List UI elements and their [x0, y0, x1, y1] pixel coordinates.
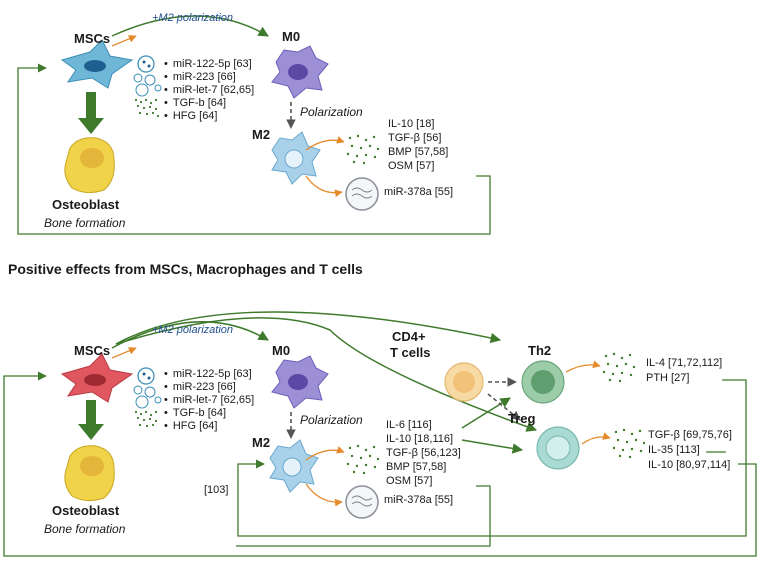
- cd4-label-line1: CD4+: [392, 329, 426, 344]
- msc-to-osteoblast-arrow-bottom: [78, 400, 104, 440]
- m2-macrophage-icon-bottom: [269, 439, 319, 493]
- treg-to-factors-arrow: [581, 432, 611, 445]
- ref-103-label: [103]: [204, 484, 229, 496]
- msc-to-osteoblast-arrow-top: [78, 92, 104, 134]
- msc-factor-item: TGF-b [64]: [164, 407, 254, 420]
- m0-label-top: M0: [282, 29, 301, 44]
- m0-macrophage-icon-top: [271, 45, 329, 99]
- bone-formation-label-top: Bone formation: [44, 216, 126, 230]
- msc-to-m0-arrow-bottom: [111, 321, 269, 349]
- m2-label-bottom: M2: [252, 435, 271, 450]
- m2-factor-item: OSM [57]: [386, 475, 433, 487]
- msc-to-treg-arrow: [115, 317, 537, 432]
- th2-cell-icon: [521, 360, 565, 404]
- th2-cytokine-dots: [602, 352, 636, 383]
- m2-to-mir378-arrow-bottom: [305, 483, 343, 507]
- polarization-label-bottom: Polarization: [300, 413, 363, 427]
- cytokine-dots-bottom: [346, 444, 380, 475]
- msc-to-vesicles-arrow-bottom: [111, 347, 137, 359]
- m2-to-treg-arrow: [461, 439, 524, 454]
- m2-factor-item: OSM [57]: [388, 160, 435, 172]
- treg-cytokine-dots: [612, 428, 646, 459]
- mir378-label-bottom: miR-378a [55]: [384, 494, 454, 506]
- polarization-label-top: Polarization: [300, 105, 363, 119]
- m2-polarization-label-bottom: +M2 polarization: [152, 324, 234, 336]
- msc-factor-item: HFG [64]: [164, 420, 254, 433]
- treg-factor-item: TGF-β [69,75,76]: [648, 429, 732, 441]
- mir378-vesicle-icon-bottom: [345, 485, 379, 519]
- th2-factor-item: PTH [27]: [646, 372, 690, 384]
- msc-factor-item: miR-let-7 [62,65]: [164, 84, 254, 97]
- msc-label-top: MSCs: [74, 31, 111, 46]
- m2-label-top: M2: [252, 127, 271, 142]
- m0-macrophage-icon-bottom: [271, 355, 329, 409]
- treg-factor-item: IL-35 [113]: [648, 444, 700, 456]
- treg-feedback-loop-arrow: [3, 371, 757, 557]
- osteoblast-cell-icon-bottom: [64, 445, 115, 502]
- msc-factor-item: TGF-b [64]: [164, 97, 254, 110]
- cd4-t-cell-icon: [444, 362, 484, 402]
- m2-factor-item: IL-10 [18,116]: [386, 433, 454, 445]
- growth-factor-dots-bottom: [134, 410, 158, 428]
- m2-factor-list-bottom: IL-6 [116] IL-10 [18,116] TGF-β [56,123]…: [386, 418, 461, 488]
- msc-factor-list-top: miR-122-5p [63] miR-223 [66] miR-let-7 […: [164, 58, 254, 123]
- msc-factor-item: HFG [64]: [164, 110, 254, 123]
- m2-to-factors-arrow-top: [305, 136, 345, 151]
- feedback-loop-arrow-top: [17, 63, 491, 235]
- bone-formation-label-bottom: Bone formation: [44, 522, 126, 536]
- cd4-label-line2: T cells: [390, 345, 431, 360]
- msc-cell-icon-bottom: [60, 353, 134, 403]
- msc-factor-item: miR-122-5p [63]: [164, 58, 254, 71]
- m2-factor-item: BMP [57,58]: [386, 461, 447, 473]
- m2-to-mir378-arrow-top: [305, 175, 343, 198]
- m2-factor-item: BMP [57,58]: [388, 146, 449, 158]
- exosome-icons-top: [133, 55, 162, 97]
- m2-factor-item: TGF-β [56,123]: [386, 447, 461, 459]
- msc-label-bottom: MSCs: [74, 343, 111, 358]
- m0-label-bottom: M0: [272, 343, 291, 358]
- m2-feedback-loop-arrow-bottom: [236, 485, 491, 547]
- msc-cell-icon-top: [60, 39, 134, 89]
- m2-to-factors-arrow-bottom: [305, 446, 345, 461]
- th2-label: Th2: [528, 343, 552, 358]
- m2-to-th2-arrow: [461, 397, 511, 429]
- treg-factor-item: IL-10 [80,97,114]: [648, 459, 731, 471]
- th2-feedback-loop-arrow: [237, 379, 747, 537]
- m2-factor-item: TGF-β [56]: [388, 132, 442, 144]
- m2-factor-list-top: IL-10 [18] TGF-β [56] BMP [57,58] OSM [5…: [388, 117, 448, 173]
- mir378-label-top: miR-378a [55]: [384, 186, 454, 198]
- msc-factor-item: miR-223 [66]: [164, 71, 254, 84]
- th2-factor-list: IL-4 [71,72,112] PTH [27]: [646, 356, 722, 386]
- msc-factor-item: miR-122-5p [63]: [164, 368, 254, 381]
- msc-to-th2-arrow: [115, 311, 502, 345]
- growth-factor-dots-top: [134, 98, 160, 118]
- msc-to-m0-arrow-top: [111, 15, 269, 37]
- m2-factor-item: IL-10 [18]: [388, 118, 435, 130]
- m2-macrophage-icon-top: [271, 131, 321, 185]
- th2-to-factors-arrow: [565, 360, 601, 373]
- msc-factor-list-bottom: miR-122-5p [63] miR-223 [66] miR-let-7 […: [164, 368, 254, 433]
- m2-factor-item: IL-6 [116]: [386, 419, 432, 431]
- msc-factor-item: miR-223 [66]: [164, 381, 254, 394]
- msc-factor-item: miR-let-7 [62,65]: [164, 394, 254, 407]
- osteoblast-label-bottom: Osteoblast: [52, 503, 120, 518]
- treg-cell-icon: [536, 426, 580, 470]
- th2-factor-item: IL-4 [71,72,112]: [646, 357, 723, 369]
- treg-factor-list: TGF-β [69,75,76] IL-35 [113] IL-10 [80,9…: [648, 428, 732, 473]
- osteoblast-label-top: Osteoblast: [52, 197, 120, 212]
- cytokine-dots-top: [346, 134, 380, 165]
- treg-label: Treg: [508, 411, 536, 426]
- osteoblast-cell-icon-top: [64, 137, 115, 194]
- msc-to-vesicles-arrow-top: [111, 35, 137, 47]
- m2-polarization-label-top: +M2 polarization: [152, 12, 234, 24]
- exosome-icons-bottom: [133, 367, 162, 409]
- section-title: Positive effects from MSCs, Macrophages …: [8, 261, 363, 277]
- mir378-vesicle-icon-top: [345, 177, 379, 211]
